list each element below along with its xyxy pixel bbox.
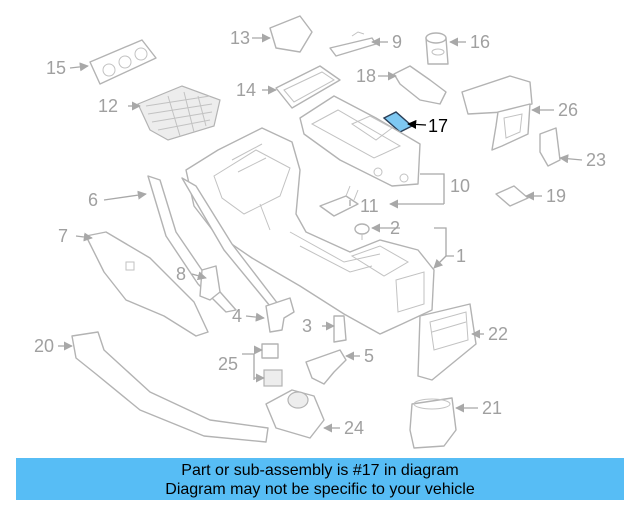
part-13-cover [269,15,313,53]
part-3-clip [333,315,347,343]
banner-line-part-number: Part or sub-assembly is #17 in diagram [181,462,459,479]
part-15-switch-panel [89,39,157,85]
part-25-switches [261,343,283,387]
callout-10: 10 [450,176,470,196]
parts-diagram: 1 2 3 4 5 6 7 8 9 10 11 12 13 14 15 16 1… [34,15,606,449]
part-4-clip [265,297,295,333]
callout-9: 9 [392,32,402,52]
callout-7: 7 [58,226,68,246]
part-23-hinge [539,127,561,167]
callout-6: 6 [88,190,98,210]
callout-19: 19 [546,186,566,206]
part-5-bracket [305,349,347,385]
part-22-rear-vent [417,303,477,381]
callout-22: 22 [488,324,508,344]
callout-1: 1 [456,246,466,266]
callout-15: 15 [46,58,66,78]
callout-23: 23 [586,150,606,170]
part-12-storage-tray [137,85,221,141]
part-26-armrest [461,75,533,151]
callout-13: 13 [230,28,250,48]
part-9-bracket [329,31,377,57]
leader-lines [58,33,583,433]
part-2-clip [354,223,370,240]
callout-14: 14 [236,80,256,100]
part-24-shift-base [265,389,325,439]
part-19-pad [495,185,529,207]
part-16-cup-holder [425,32,449,65]
part-10-console-top [299,95,421,187]
part-11-bracket [319,185,359,217]
part-14-lid [275,65,341,109]
part-21-rear-holder [409,397,457,449]
callout-4: 4 [232,306,242,326]
part-7-side-panel [85,231,209,337]
part-20-long-rail [71,331,269,443]
callout-3: 3 [302,316,312,336]
callout-5: 5 [364,346,374,366]
callout-25: 25 [218,354,238,374]
callout-26: 26 [558,100,578,120]
part-8-bracket [199,265,221,301]
callout-11: 11 [360,196,379,216]
callout-21: 21 [482,398,502,418]
callout-2: 2 [390,218,400,238]
callout-18: 18 [356,66,376,86]
callout-24: 24 [344,418,364,438]
callout-20: 20 [34,336,54,356]
callout-12: 12 [98,96,118,116]
callout-8: 8 [176,264,186,284]
banner-line-disclaimer: Diagram may not be specific to your vehi… [165,481,475,498]
callout-16: 16 [470,32,490,52]
callout-17: 17 [428,116,448,136]
part-18-mat [393,65,447,105]
part-1-console-body [185,127,435,335]
info-banner: Part or sub-assembly is #17 in diagram D… [16,458,624,500]
